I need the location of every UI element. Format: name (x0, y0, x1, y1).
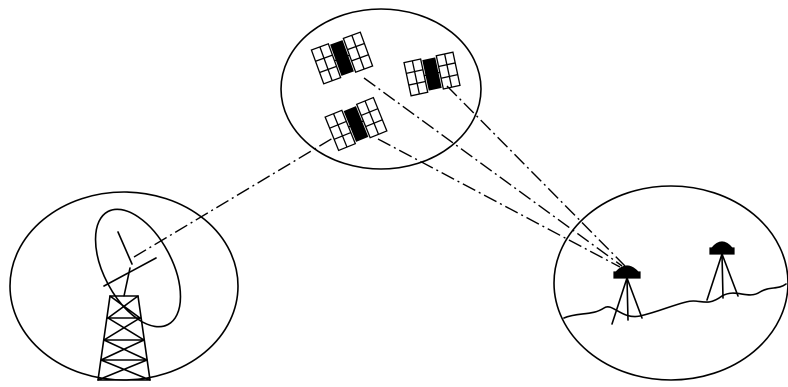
terrain-line (563, 283, 787, 319)
signal-line-sat1 (363, 77, 623, 267)
signal-lines (133, 77, 626, 268)
uplink-line (133, 137, 334, 258)
survey-tripod-receiver-icon (706, 241, 739, 301)
satellite-group-ellipse (280, 8, 482, 170)
signal-line-sat3 (377, 138, 621, 268)
satellite-icon (310, 31, 374, 85)
satellite-icon (324, 96, 388, 152)
signal-line-sat2 (446, 85, 626, 267)
ground-station-ellipse (9, 191, 239, 381)
survey-tripod-receiver-icon (611, 265, 643, 325)
receiver-area-ellipse (553, 185, 788, 381)
satellite-icon (403, 51, 461, 97)
satellite-dish-tower-icon (94, 208, 182, 381)
